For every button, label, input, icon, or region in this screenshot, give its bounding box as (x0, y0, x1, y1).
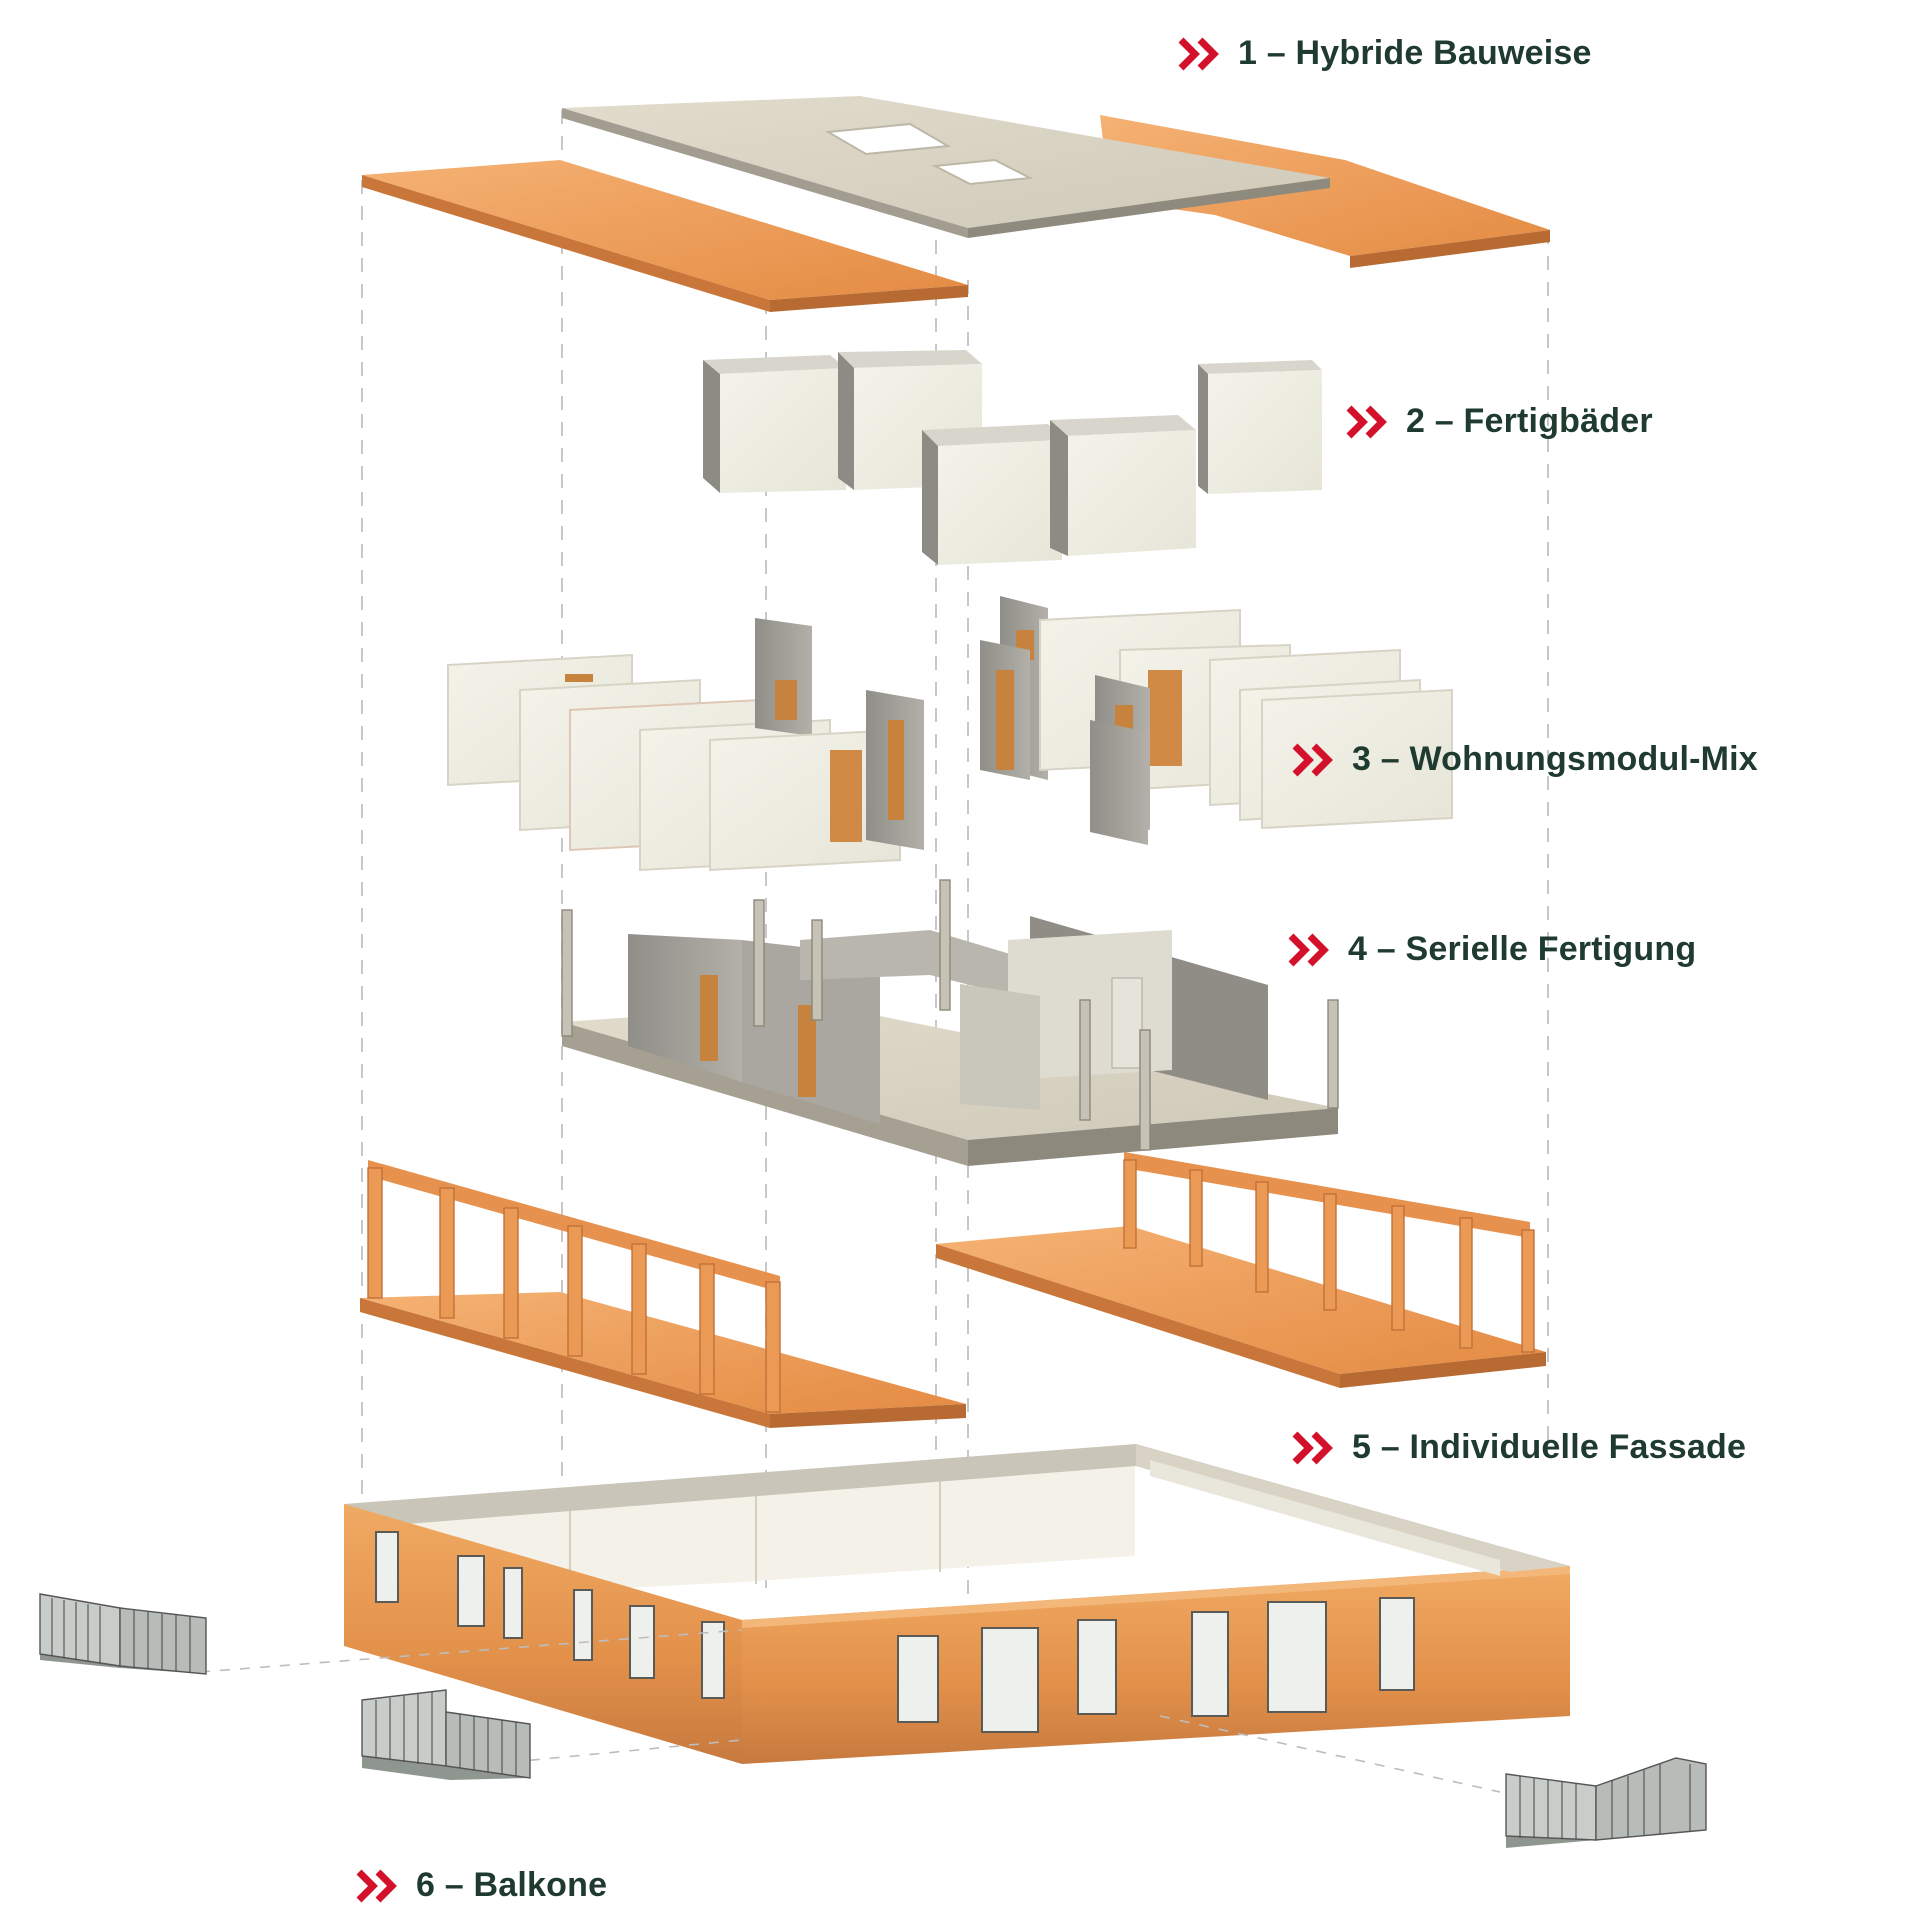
bathroom-pod (703, 355, 846, 493)
level-fertigbaeder (703, 350, 1322, 565)
label-balkone: 6 – Balkone (356, 1866, 607, 1905)
label-serielle-fertigung: 4 – Serielle Fertigung (1288, 930, 1696, 969)
double-chevron-right-icon (356, 1869, 402, 1903)
label-text: 1 – Hybride Bauweise (1238, 34, 1592, 72)
label-text: 2 – Fertigbäder (1406, 402, 1653, 440)
concrete-slab (562, 96, 1330, 228)
balcony-unit (39, 1593, 207, 1675)
level-serielle-fertigung (561, 879, 1339, 1166)
bathroom-pod (922, 424, 1062, 565)
balcony-unit (1505, 1757, 1707, 1848)
double-chevron-right-icon (1292, 1431, 1338, 1465)
label-hybride-bauweise: 1 – Hybride Bauweise (1178, 34, 1592, 73)
bathroom-pod (1198, 360, 1322, 494)
label-text: 6 – Balkone (416, 1866, 608, 1904)
balcony-unit (361, 1689, 531, 1780)
level-wohnungsmodul-mix (447, 618, 924, 872)
label-text: 5 – Individuelle Fassade (1352, 1428, 1747, 1466)
label-text: 4 – Serielle Fertigung (1348, 930, 1697, 968)
label-individuelle-fassade: 5 – Individuelle Fassade (1292, 1428, 1746, 1467)
label-fertigbaeder: 2 – Fertigbäder (1346, 402, 1653, 441)
label-text: 3 – Wohnungsmodul-Mix (1352, 740, 1758, 778)
level-wohnungsmodul-mix-right (980, 596, 1453, 845)
double-chevron-right-icon (1288, 933, 1334, 967)
double-chevron-right-icon (1346, 405, 1392, 439)
label-wohnungsmodul-mix: 3 – Wohnungsmodul-Mix (1292, 740, 1758, 779)
wood-slab-left (362, 160, 968, 300)
level-hybride-bauweise (362, 96, 1550, 312)
facade-front-wall (742, 1566, 1570, 1764)
base-building-facade (344, 1444, 1570, 1764)
level-individuelle-fassade (360, 1152, 1546, 1428)
facade-left-wall (344, 1504, 742, 1764)
double-chevron-right-icon (1292, 743, 1338, 777)
bathroom-pod (1050, 415, 1196, 556)
double-chevron-right-icon (1178, 37, 1224, 71)
guide-lines (361, 110, 1549, 1620)
